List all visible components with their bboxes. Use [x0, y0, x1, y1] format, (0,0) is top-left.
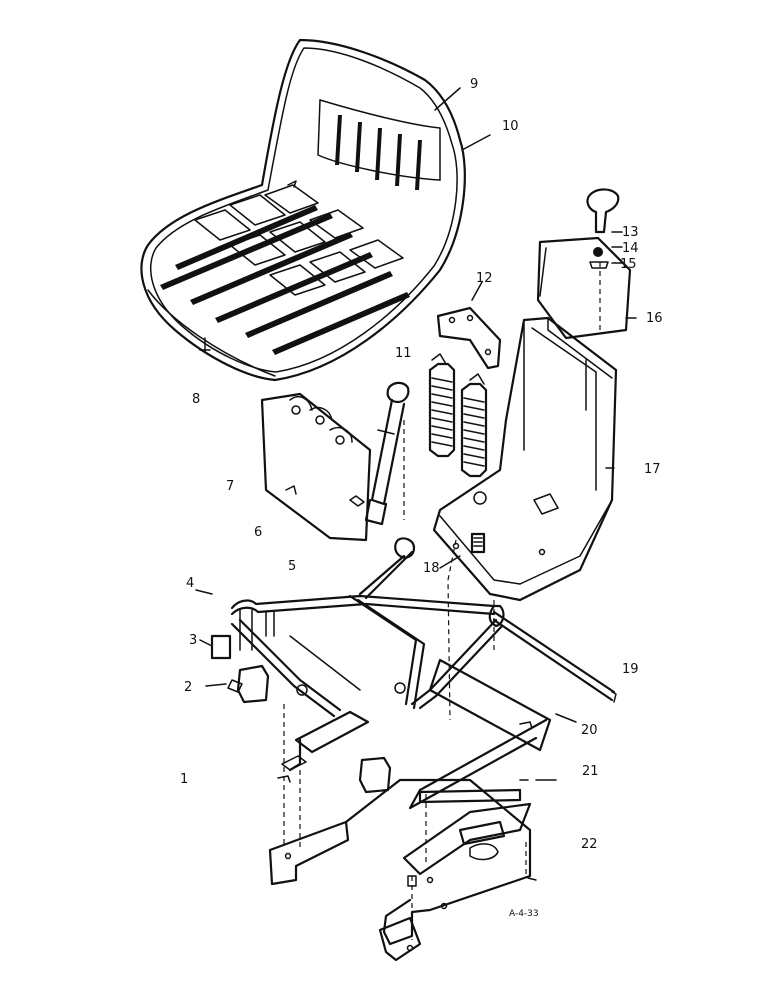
- drawing-code: A-4-33: [509, 909, 539, 919]
- bracket-12: [436, 281, 502, 370]
- callout-6: 6: [254, 525, 263, 540]
- callout-10: 10: [502, 119, 519, 134]
- callout-21: 21: [582, 764, 599, 779]
- seat-support-frame: [432, 316, 618, 602]
- callout-4: 4: [186, 576, 195, 591]
- callout-11: 11: [395, 346, 412, 361]
- callout-8: 8: [192, 392, 201, 407]
- callout-18: 18: [423, 561, 440, 576]
- assembly-lines: [283, 262, 601, 940]
- shock-absorber: [364, 381, 410, 526]
- callout-1: 1: [180, 772, 189, 787]
- callout-2: 2: [184, 680, 193, 695]
- callout-14: 14: [622, 241, 639, 256]
- frame-rods: [230, 537, 617, 718]
- callout-3: 3: [189, 633, 198, 648]
- callout-12: 12: [476, 271, 493, 286]
- callout-22: 22: [581, 837, 598, 852]
- back-panel: [536, 236, 637, 340]
- mount-plate: [260, 392, 372, 542]
- callout-9: 9: [470, 77, 479, 92]
- callout-16: 16: [646, 311, 663, 326]
- slide-rail: [408, 658, 577, 810]
- springs: [428, 353, 488, 478]
- bracket-2: [205, 664, 270, 704]
- stud-18: [439, 532, 486, 569]
- callout-19: 19: [622, 662, 639, 677]
- clip-3: [199, 634, 232, 660]
- base-assembly: [268, 710, 557, 962]
- leader-4: [195, 589, 213, 595]
- callout-7: 7: [226, 479, 235, 494]
- callout-15: 15: [620, 257, 637, 272]
- callout-20: 20: [581, 723, 598, 738]
- callout-13: 13: [622, 225, 639, 240]
- seat-pan: [140, 38, 466, 382]
- callout-17: 17: [644, 462, 661, 477]
- adjust-knob: [586, 188, 623, 269]
- callout-5: 5: [288, 559, 297, 574]
